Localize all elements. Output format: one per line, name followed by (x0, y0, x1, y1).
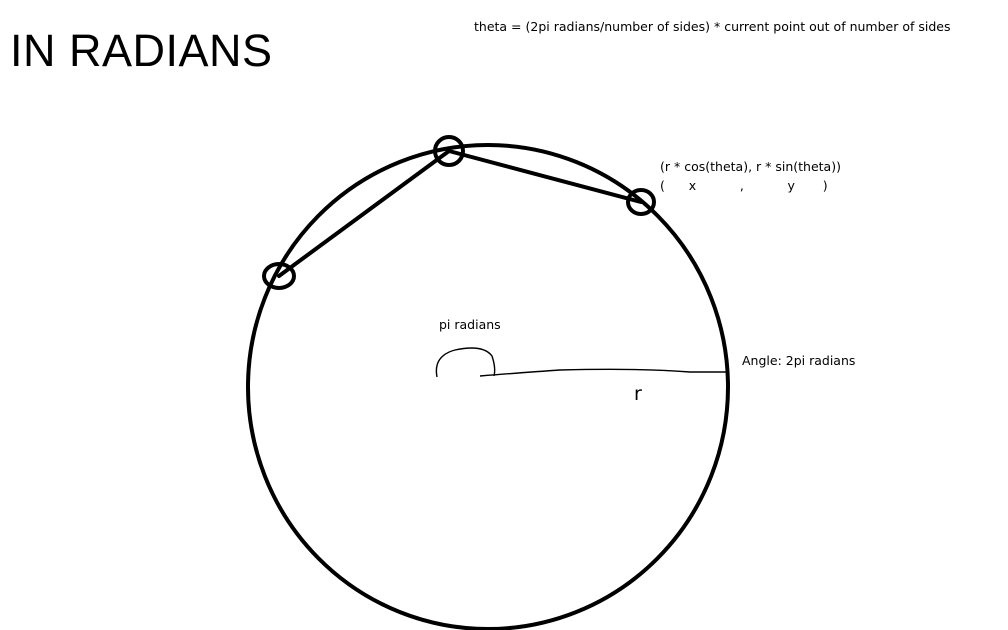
coordinate-formula: (r * cos(theta), r * sin(theta)) (660, 159, 841, 174)
pi-radians-arc (435, 347, 496, 378)
theta-formula: theta = (2pi radians/number of sides) * … (474, 19, 951, 34)
radius-line (479, 368, 726, 377)
full-angle-label: Angle: 2pi radians (742, 353, 856, 368)
vertex-marker (262, 262, 296, 290)
polygon-edge (277, 149, 451, 278)
vertex-marker (433, 135, 465, 167)
page-title: IN RADIANS (10, 25, 273, 76)
coordinate-legend: ( x , y ) (660, 178, 828, 193)
polygon-edge (447, 149, 643, 204)
pi-radians-label: pi radians (439, 317, 501, 332)
unit-circle (246, 143, 730, 630)
vertex-marker (626, 188, 656, 216)
radius-label: r (634, 383, 642, 405)
